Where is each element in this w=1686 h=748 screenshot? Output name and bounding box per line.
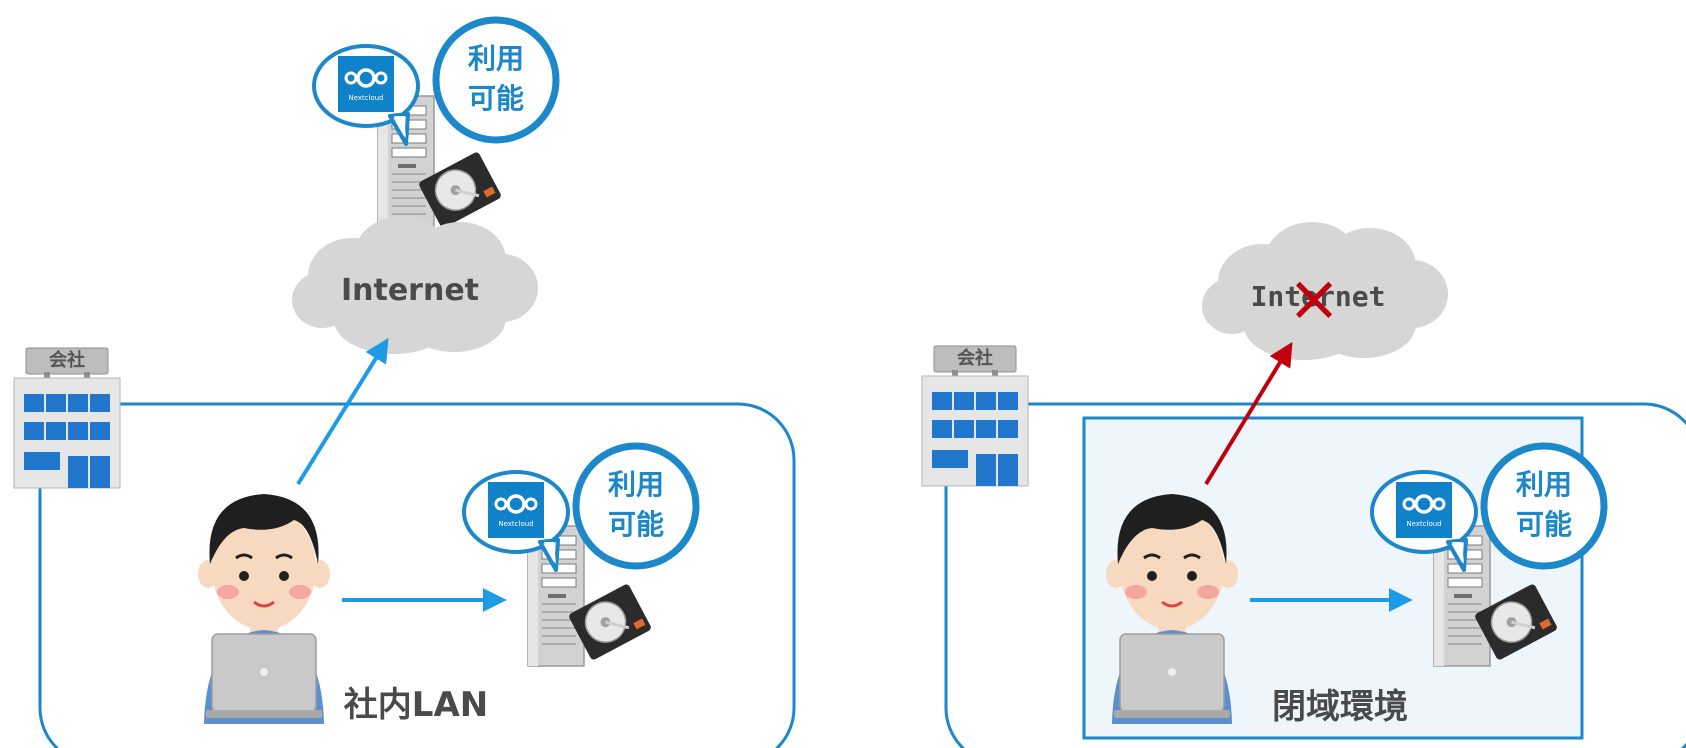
internet-label: Internet bbox=[341, 273, 479, 308]
blocked-arrow-to-internet bbox=[1204, 341, 1293, 486]
badge-line2: 可能 bbox=[468, 82, 524, 115]
left-panel: 会社 Internet Nextcloud 利用 可能 Nextcloud 利用… bbox=[13, 16, 796, 748]
badge-line1: 利用 bbox=[468, 42, 524, 75]
nextcloud-logo-text: Nextcloud bbox=[348, 94, 383, 102]
badge-line1: 利用 bbox=[608, 468, 664, 501]
nextcloud-logo-text: Nextcloud bbox=[498, 520, 533, 528]
network-label: 社内LAN bbox=[344, 685, 488, 725]
internet-label: Internet bbox=[1251, 280, 1386, 313]
badge-line2: 可能 bbox=[608, 508, 664, 541]
badge-line2: 可能 bbox=[1516, 508, 1572, 541]
availability-badge bbox=[572, 442, 700, 570]
arrow-to-internet bbox=[296, 337, 389, 486]
building-sign: 会社 bbox=[49, 349, 85, 371]
network-label: 閉域環境 bbox=[1272, 687, 1408, 727]
badge-line1: 利用 bbox=[1516, 468, 1572, 501]
availability-badge bbox=[432, 16, 560, 144]
nextcloud-logo-text: Nextcloud bbox=[1406, 520, 1441, 528]
building-sign: 会社 bbox=[957, 347, 993, 369]
right-panel: 会社 Internet × Nextcloud 利用 可能 閉域環境 bbox=[921, 222, 1686, 748]
availability-badge bbox=[1480, 442, 1608, 570]
blocked-mark-icon: × bbox=[1287, 262, 1341, 336]
